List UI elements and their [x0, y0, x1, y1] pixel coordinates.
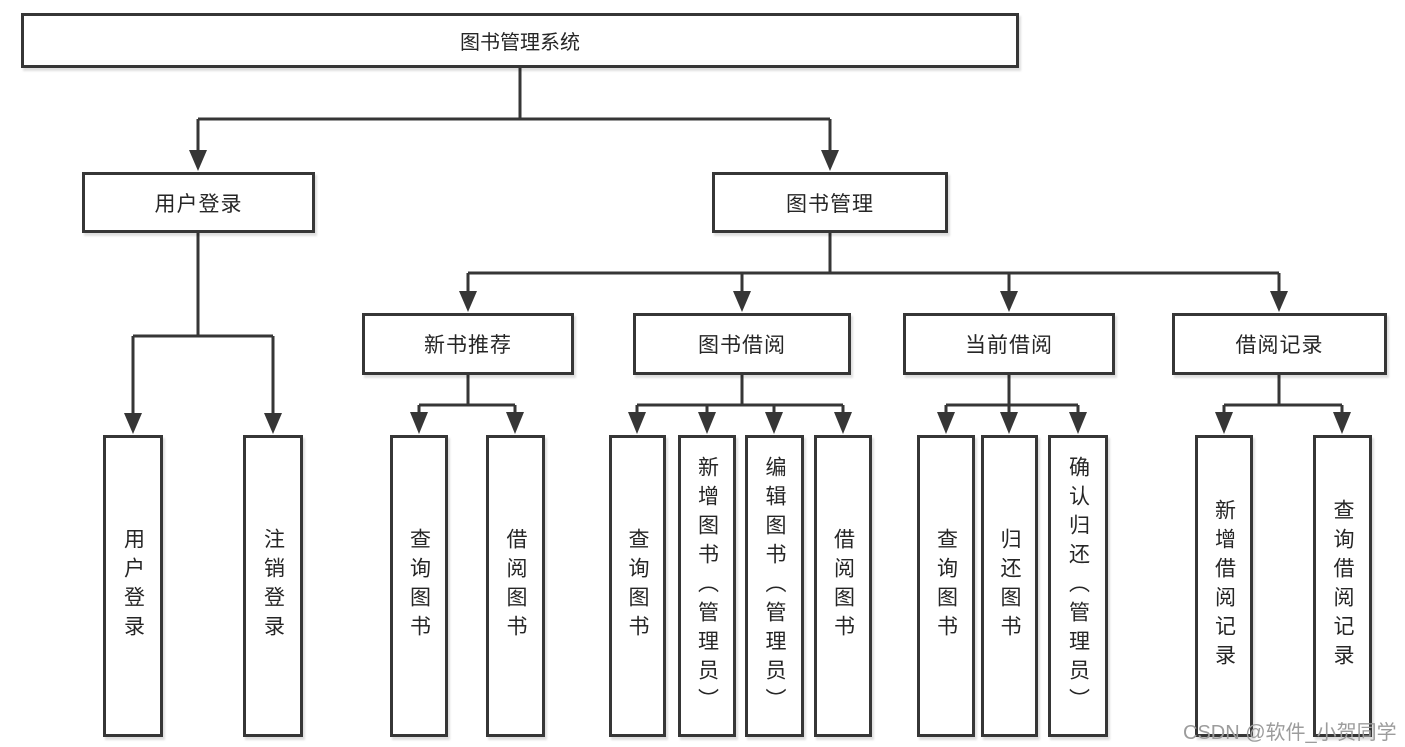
- connector-borrowing-records-to-leaves: [1215, 375, 1351, 434]
- connector-new-book-recommend-to-leaves: [410, 375, 524, 434]
- leaf-query-books-1-label: 查询图书: [407, 528, 431, 644]
- leaf-add-book-admin: 新增图书（管理员）: [678, 435, 736, 737]
- leaf-add-book-admin-label: 新增图书（管理员）: [695, 455, 719, 717]
- node-borrowing-records: 借阅记录: [1172, 313, 1387, 375]
- leaf-query-books-1: 查询图书: [390, 435, 448, 737]
- leaf-borrow-books-2: 借阅图书: [814, 435, 872, 737]
- leaf-borrow-books-1: 借阅图书: [486, 435, 545, 737]
- leaf-query-borrow-record: 查询借阅记录: [1313, 435, 1372, 737]
- leaf-borrow-books-1-label: 借阅图书: [504, 528, 527, 644]
- leaf-edit-book-admin: 编辑图书（管理员）: [745, 435, 804, 737]
- leaf-return-books: 归还图书: [981, 435, 1038, 737]
- node-user-login-branch-label: 用户登录: [154, 192, 243, 216]
- node-new-book-recommend-label: 新书推荐: [424, 334, 512, 357]
- leaf-confirm-return-admin-label: 确认归还（管理员）: [1066, 455, 1090, 717]
- leaf-query-borrow-record-label: 查询借阅记录: [1331, 499, 1354, 673]
- leaf-borrow-books-2-label: 借阅图书: [831, 528, 855, 644]
- leaf-edit-book-admin-label: 编辑图书（管理员）: [763, 455, 786, 717]
- leaf-logout-label: 注销登录: [261, 528, 285, 644]
- node-user-login-branch: 用户登录: [82, 172, 315, 233]
- connector-book-management-to-groups: [459, 233, 1288, 312]
- leaf-query-books-2: 查询图书: [609, 435, 666, 737]
- node-root: 图书管理系统: [21, 13, 1019, 68]
- leaf-add-borrow-record: 新增借阅记录: [1195, 435, 1253, 737]
- leaf-user-login-label: 用户登录: [121, 528, 145, 644]
- node-book-borrowing: 图书借阅: [633, 313, 851, 375]
- leaf-confirm-return-admin: 确认归还（管理员）: [1048, 435, 1108, 737]
- leaf-query-books-3-label: 查询图书: [934, 528, 958, 644]
- connector-user-login-to-leaves: [124, 233, 282, 434]
- leaf-return-books-label: 归还图书: [998, 528, 1021, 644]
- watermark: CSDN @软件_小贺同学: [1183, 722, 1397, 744]
- node-book-management-label: 图书管理: [786, 192, 874, 216]
- node-book-management: 图书管理: [712, 172, 948, 233]
- connector-current-borrowing-to-leaves: [937, 375, 1087, 434]
- node-current-borrowing-label: 当前借阅: [965, 334, 1053, 357]
- node-new-book-recommend: 新书推荐: [362, 313, 574, 375]
- leaf-add-borrow-record-label: 新增借阅记录: [1212, 499, 1236, 673]
- leaf-query-books-2-label: 查询图书: [626, 528, 649, 644]
- leaf-logout: 注销登录: [243, 435, 303, 737]
- node-borrowing-records-label: 借阅记录: [1235, 334, 1324, 357]
- leaf-query-books-3: 查询图书: [917, 435, 975, 737]
- node-current-borrowing: 当前借阅: [903, 313, 1115, 375]
- node-root-label: 图书管理系统: [460, 32, 580, 54]
- connector-book-borrowing-to-leaves: [628, 375, 852, 434]
- leaf-user-login: 用户登录: [103, 435, 163, 737]
- node-book-borrowing-label: 图书借阅: [698, 334, 786, 357]
- connector-root-to-level1: [189, 66, 839, 171]
